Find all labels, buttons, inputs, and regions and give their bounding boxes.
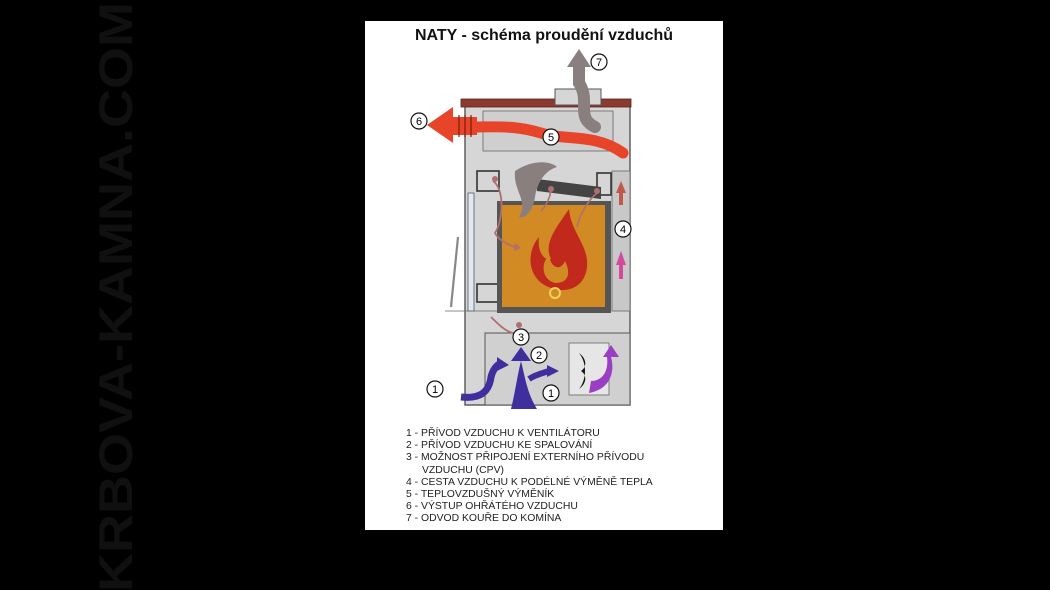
- cold-air-flow: [460, 347, 559, 409]
- svg-text:2: 2: [536, 350, 542, 362]
- callout-4: 4: [614, 220, 632, 238]
- svg-text:4: 4: [620, 224, 626, 236]
- flame: [530, 209, 588, 299]
- legend-item: 6 - VÝSTUP OHŘÁTÉHO VZDUCHU: [406, 501, 578, 513]
- stove-airflow-diagram: 1 1 2 3 4 5 6 7: [410, 49, 632, 409]
- legend-item: 2 - PŘÍVOD VZDUCHU KE SPALOVÁNÍ: [406, 440, 593, 452]
- svg-text:7: 7: [596, 57, 602, 69]
- callout-3: 3: [512, 328, 530, 346]
- svg-text:1: 1: [432, 384, 438, 396]
- watermark-text: KRBOVA-KAMNA.COM: [96, 2, 142, 590]
- fan: [579, 345, 619, 393]
- svg-text:1: 1: [548, 388, 554, 400]
- legend-item: 7 - ODVOD KOUŘE DO KOMÍNA: [406, 513, 562, 525]
- callout-1b: 1: [542, 384, 560, 402]
- svg-text:3: 3: [518, 332, 524, 344]
- callout-1: 1: [426, 380, 444, 398]
- svg-text:5: 5: [548, 132, 554, 144]
- svg-text:6: 6: [416, 116, 422, 128]
- smoke-flow: [514, 49, 601, 218]
- legend-item: 5 - TEPLOVZDUŠNÝ VÝMĚNÍK: [406, 489, 555, 501]
- combustion-air-flow: [490, 176, 600, 334]
- callout-6: 6: [410, 112, 428, 130]
- callout-2: 2: [530, 346, 548, 364]
- watermark: KRBOVA-KAMNA.COM: [96, 0, 148, 590]
- side-channel-arrows: [616, 181, 626, 279]
- legend-item-continuation: VZDUCHU (CPV): [422, 464, 504, 476]
- legend-item: 4 - CESTA VZDUCHU K PODÉLNÉ VÝMĚNĚ TEPLA: [406, 476, 653, 488]
- legend-item: 1 - PŘÍVOD VZDUCHU K VENTILÁTORU: [406, 428, 600, 439]
- firebox: [497, 201, 611, 313]
- diagram-panel: NATY - schéma proudění vzduchů: [365, 21, 723, 530]
- legend-item: 3 - MOŽNOST PŘIPOJENÍ EXTERNÍHO PŘÍVODU: [406, 452, 645, 464]
- callout-7: 7: [590, 53, 608, 71]
- hot-air-flow: [427, 107, 629, 159]
- diagram-title: NATY - schéma proudění vzduchů: [414, 27, 674, 44]
- callout-5: 5: [542, 128, 560, 146]
